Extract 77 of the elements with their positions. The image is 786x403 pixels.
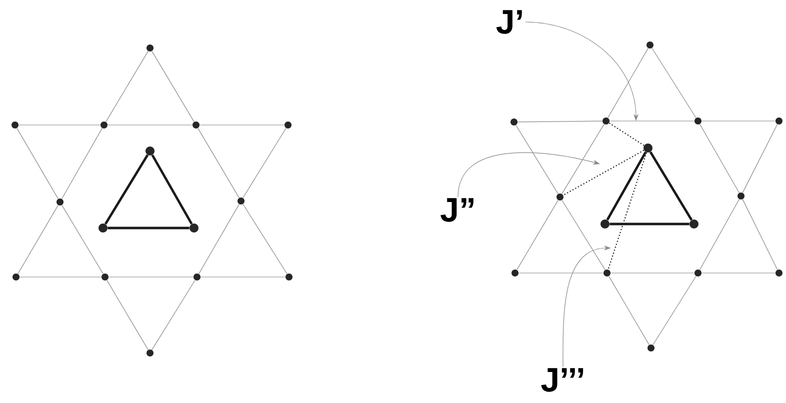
lattice-dot <box>510 118 518 126</box>
lattice-line <box>516 124 558 194</box>
lattice-line <box>610 272 695 274</box>
lattice-line <box>242 204 288 274</box>
triangle-line <box>649 151 693 221</box>
triangle-line <box>108 226 190 230</box>
lattice-line <box>18 204 58 274</box>
lattice-dot <box>284 122 292 128</box>
lattice-line <box>62 204 104 274</box>
lattice-line <box>106 280 148 350</box>
lattice-dot <box>12 122 18 128</box>
lattice-line <box>517 120 603 122</box>
lattice-dot <box>600 220 610 228</box>
lattice-line <box>562 200 606 270</box>
lattice-dot <box>194 274 200 280</box>
lattice-line <box>700 198 740 270</box>
lattice-dot <box>602 118 610 124</box>
triangle-line <box>151 154 193 224</box>
lattice-line <box>701 120 776 122</box>
lattice-line <box>701 272 776 274</box>
lattice-dot <box>776 118 782 124</box>
lattice-line <box>742 124 778 193</box>
lattice-dot <box>192 122 200 128</box>
lattice-dot <box>190 224 198 232</box>
lattice-dot <box>776 270 782 276</box>
lattice-dot <box>690 220 698 228</box>
lattice-line <box>198 128 240 198</box>
lattice-line <box>608 276 650 346</box>
lattice-dot <box>512 270 518 276</box>
lattice-dot <box>98 224 108 232</box>
coupling-label: J” <box>440 198 474 222</box>
lattice-dot <box>286 274 292 280</box>
coupling-label: J’ <box>496 10 522 34</box>
lattice-dot <box>646 42 654 48</box>
lattice-line <box>108 276 194 278</box>
lattice-dot <box>12 274 20 280</box>
lattice-line <box>16 128 58 200</box>
lattice-line <box>18 124 101 126</box>
lattice-line <box>652 276 696 346</box>
lattice-dot <box>644 144 652 152</box>
lattice-line <box>609 120 695 122</box>
lattice-dot <box>694 118 702 124</box>
lattice-line <box>19 276 102 278</box>
triangle-line <box>610 222 690 226</box>
lattice-line <box>200 276 286 278</box>
lattice-dot <box>146 146 154 156</box>
lattice-dot <box>738 192 744 200</box>
lattice-line <box>518 272 604 274</box>
lattice-line <box>742 199 778 270</box>
lattice-dot <box>146 350 154 356</box>
lattice-dot <box>694 270 702 276</box>
lattice-dot <box>146 44 154 52</box>
lattice-line <box>152 280 196 350</box>
lattice-dot <box>556 194 564 200</box>
triangle-line <box>104 154 149 225</box>
lattice-line <box>62 128 102 200</box>
dotted-line <box>562 150 644 196</box>
lattice-dot <box>648 344 654 352</box>
lattice-dot <box>238 198 244 204</box>
lattice-line <box>107 124 193 126</box>
coupling-label: J’’’ <box>541 368 584 392</box>
triangle-line <box>606 152 647 220</box>
lattice-line <box>516 200 558 270</box>
lattice-line <box>700 124 740 194</box>
lattice-line <box>652 48 696 118</box>
lattice-line <box>562 124 604 194</box>
lattice-line <box>198 204 240 274</box>
dotted-line <box>608 122 644 146</box>
lattice-line <box>106 50 148 122</box>
dotted-line <box>608 152 648 270</box>
lattice-dot <box>604 270 610 276</box>
lattice-line <box>199 124 285 126</box>
lattice-line <box>152 50 194 122</box>
lattice-dot <box>56 198 64 206</box>
lattice-line <box>608 48 648 118</box>
lattice-line <box>242 128 286 198</box>
lattice-dot <box>100 122 108 128</box>
